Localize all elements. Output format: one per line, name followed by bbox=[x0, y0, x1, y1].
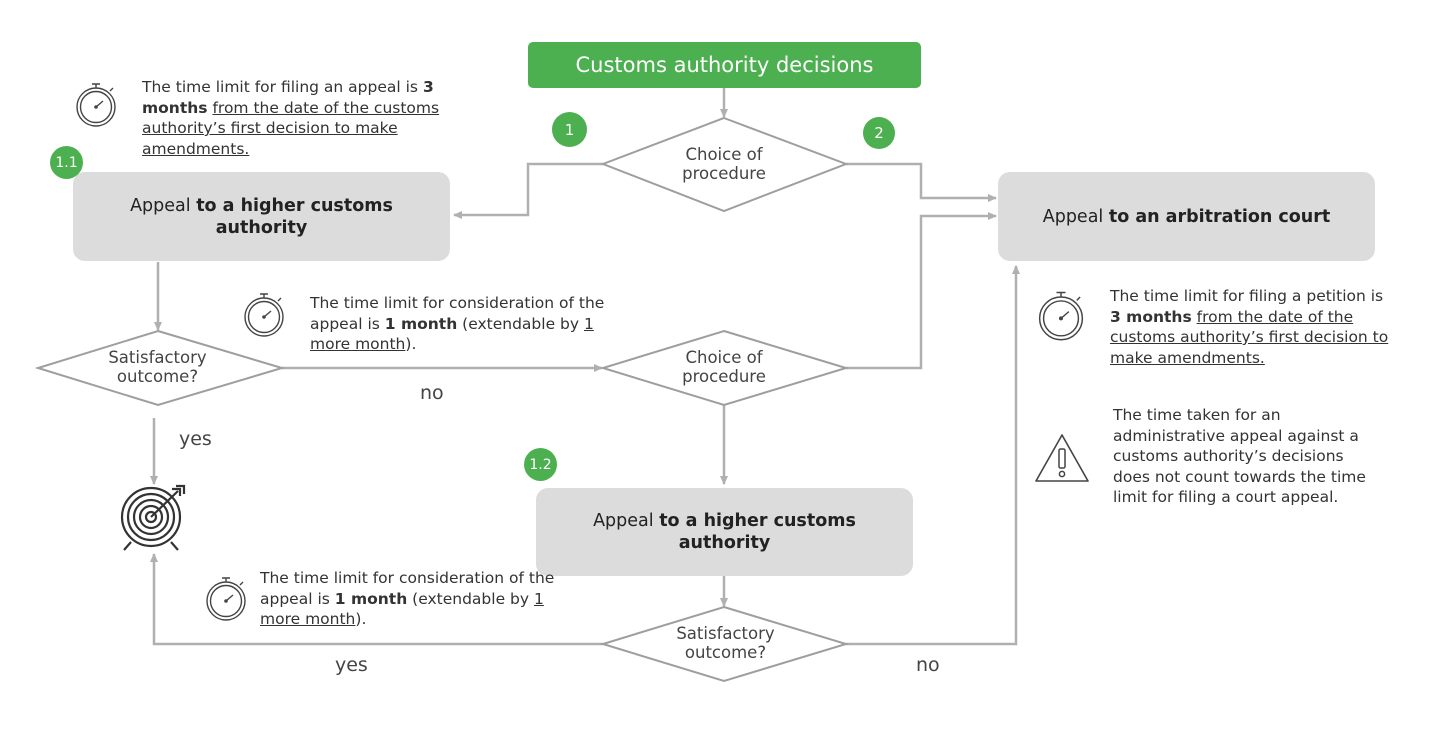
stopwatch-icon bbox=[244, 293, 284, 337]
appeal-higher-1-bold: to a higher customs authority bbox=[196, 195, 393, 238]
decision-choice2-shape bbox=[599, 329, 850, 407]
stopwatch-icon bbox=[206, 577, 246, 621]
note-filing-petition-underline: from the date of the customs authority’s… bbox=[1110, 307, 1389, 367]
badge-1: 1 bbox=[552, 112, 587, 147]
note-consideration-2-text2: (extendable by bbox=[407, 589, 534, 608]
stopwatch-icon bbox=[76, 83, 116, 127]
edge-label-yes-1: yes bbox=[179, 428, 212, 450]
edge-choice1-to-arbitration bbox=[846, 162, 997, 202]
edge-satisfactory-bottom-yes-to-target bbox=[150, 553, 603, 646]
note-filing-appeal-bold: 3 months bbox=[142, 78, 434, 117]
note-consideration-2: The time limit for consideration of the … bbox=[260, 568, 560, 630]
customs-decisions-box: Customs authority decisions bbox=[528, 42, 921, 88]
note-consideration-2-text: The time limit for consideration of the … bbox=[260, 569, 555, 608]
note-warning: The time taken for an administrative app… bbox=[1113, 406, 1366, 506]
note-filing-petition-bold: 3 months bbox=[1110, 307, 1192, 326]
customs-decisions-label: Customs authority decisions bbox=[575, 53, 874, 77]
note-filing-appeal: The time limit for filing an appeal is 3… bbox=[142, 77, 462, 159]
badge-1-2: 1.2 bbox=[524, 448, 557, 481]
decision-choice1-shape bbox=[600, 116, 849, 213]
decision-satisfactory-bottom-label: Satisfactory outcome? bbox=[676, 624, 775, 662]
note-filing-petition-text: The time limit for filing a petition is bbox=[1110, 287, 1384, 305]
edge-label-no-1: no bbox=[420, 382, 444, 404]
note-consideration-2-underline: 1 more month bbox=[260, 589, 544, 629]
appeal-higher-2-bold: to a higher customs authority bbox=[659, 511, 856, 553]
appeal-higher-1-prefix: Appeal bbox=[130, 195, 197, 216]
decision-choice1-label: Choice of procedure bbox=[682, 145, 766, 183]
edge-label-no-2: no bbox=[916, 654, 940, 676]
appeal-arbitration-court-box: Appeal to an arbitration court bbox=[998, 172, 1375, 261]
decision-satisfactory-left-shape bbox=[34, 329, 286, 407]
decision-satisfactory-bottom-shape bbox=[599, 605, 850, 683]
appeal-higher-authority-box-2: Appeal to a higher customs authority bbox=[536, 488, 913, 576]
note-consideration-1: The time limit for consideration of the … bbox=[310, 293, 610, 355]
decision-choice2-label: Choice of procedure bbox=[682, 348, 766, 386]
badge-2: 2 bbox=[863, 117, 895, 149]
badge-1-1: 1.1 bbox=[50, 146, 83, 179]
target-icon bbox=[120, 484, 186, 551]
note-consideration-2-text3: ). bbox=[355, 610, 367, 628]
note-consideration-1-text3: ). bbox=[405, 335, 417, 353]
note-consideration-2-bold: 1 month bbox=[334, 589, 408, 608]
stopwatch-icon bbox=[1038, 291, 1084, 341]
appeal-higher-2-prefix: Appeal bbox=[593, 511, 660, 531]
appeal-arbitration-prefix: Appeal bbox=[1042, 206, 1109, 227]
note-consideration-1-underline: 1 more month bbox=[310, 314, 594, 354]
note-filing-petition: The time limit for filing a petition is … bbox=[1110, 286, 1395, 368]
warning-triangle-icon bbox=[1035, 434, 1089, 482]
edge-choice1-to-appeal-higher-1 bbox=[453, 162, 603, 219]
appeal-arbitration-bold: to an arbitration court bbox=[1108, 206, 1331, 227]
note-filing-appeal-text: The time limit for filing an appeal is bbox=[142, 78, 423, 96]
appeal-higher-authority-box-1: Appeal to a higher customs authority bbox=[73, 172, 450, 261]
edge-satisfactory-bottom-no-to-arbitration bbox=[846, 265, 1020, 646]
edge-label-yes-2: yes bbox=[335, 654, 368, 676]
edge-choice2-to-arbitration bbox=[846, 212, 997, 370]
note-consideration-1-text2: (extendable by bbox=[457, 314, 584, 333]
note-consideration-1-bold: 1 month bbox=[384, 314, 458, 333]
decision-satisfactory-left-label: Satisfactory outcome? bbox=[108, 348, 207, 386]
note-consideration-1-text: The time limit for consideration of the … bbox=[310, 294, 605, 333]
note-filing-appeal-underline: from the date of the customs authority’s… bbox=[142, 98, 440, 158]
